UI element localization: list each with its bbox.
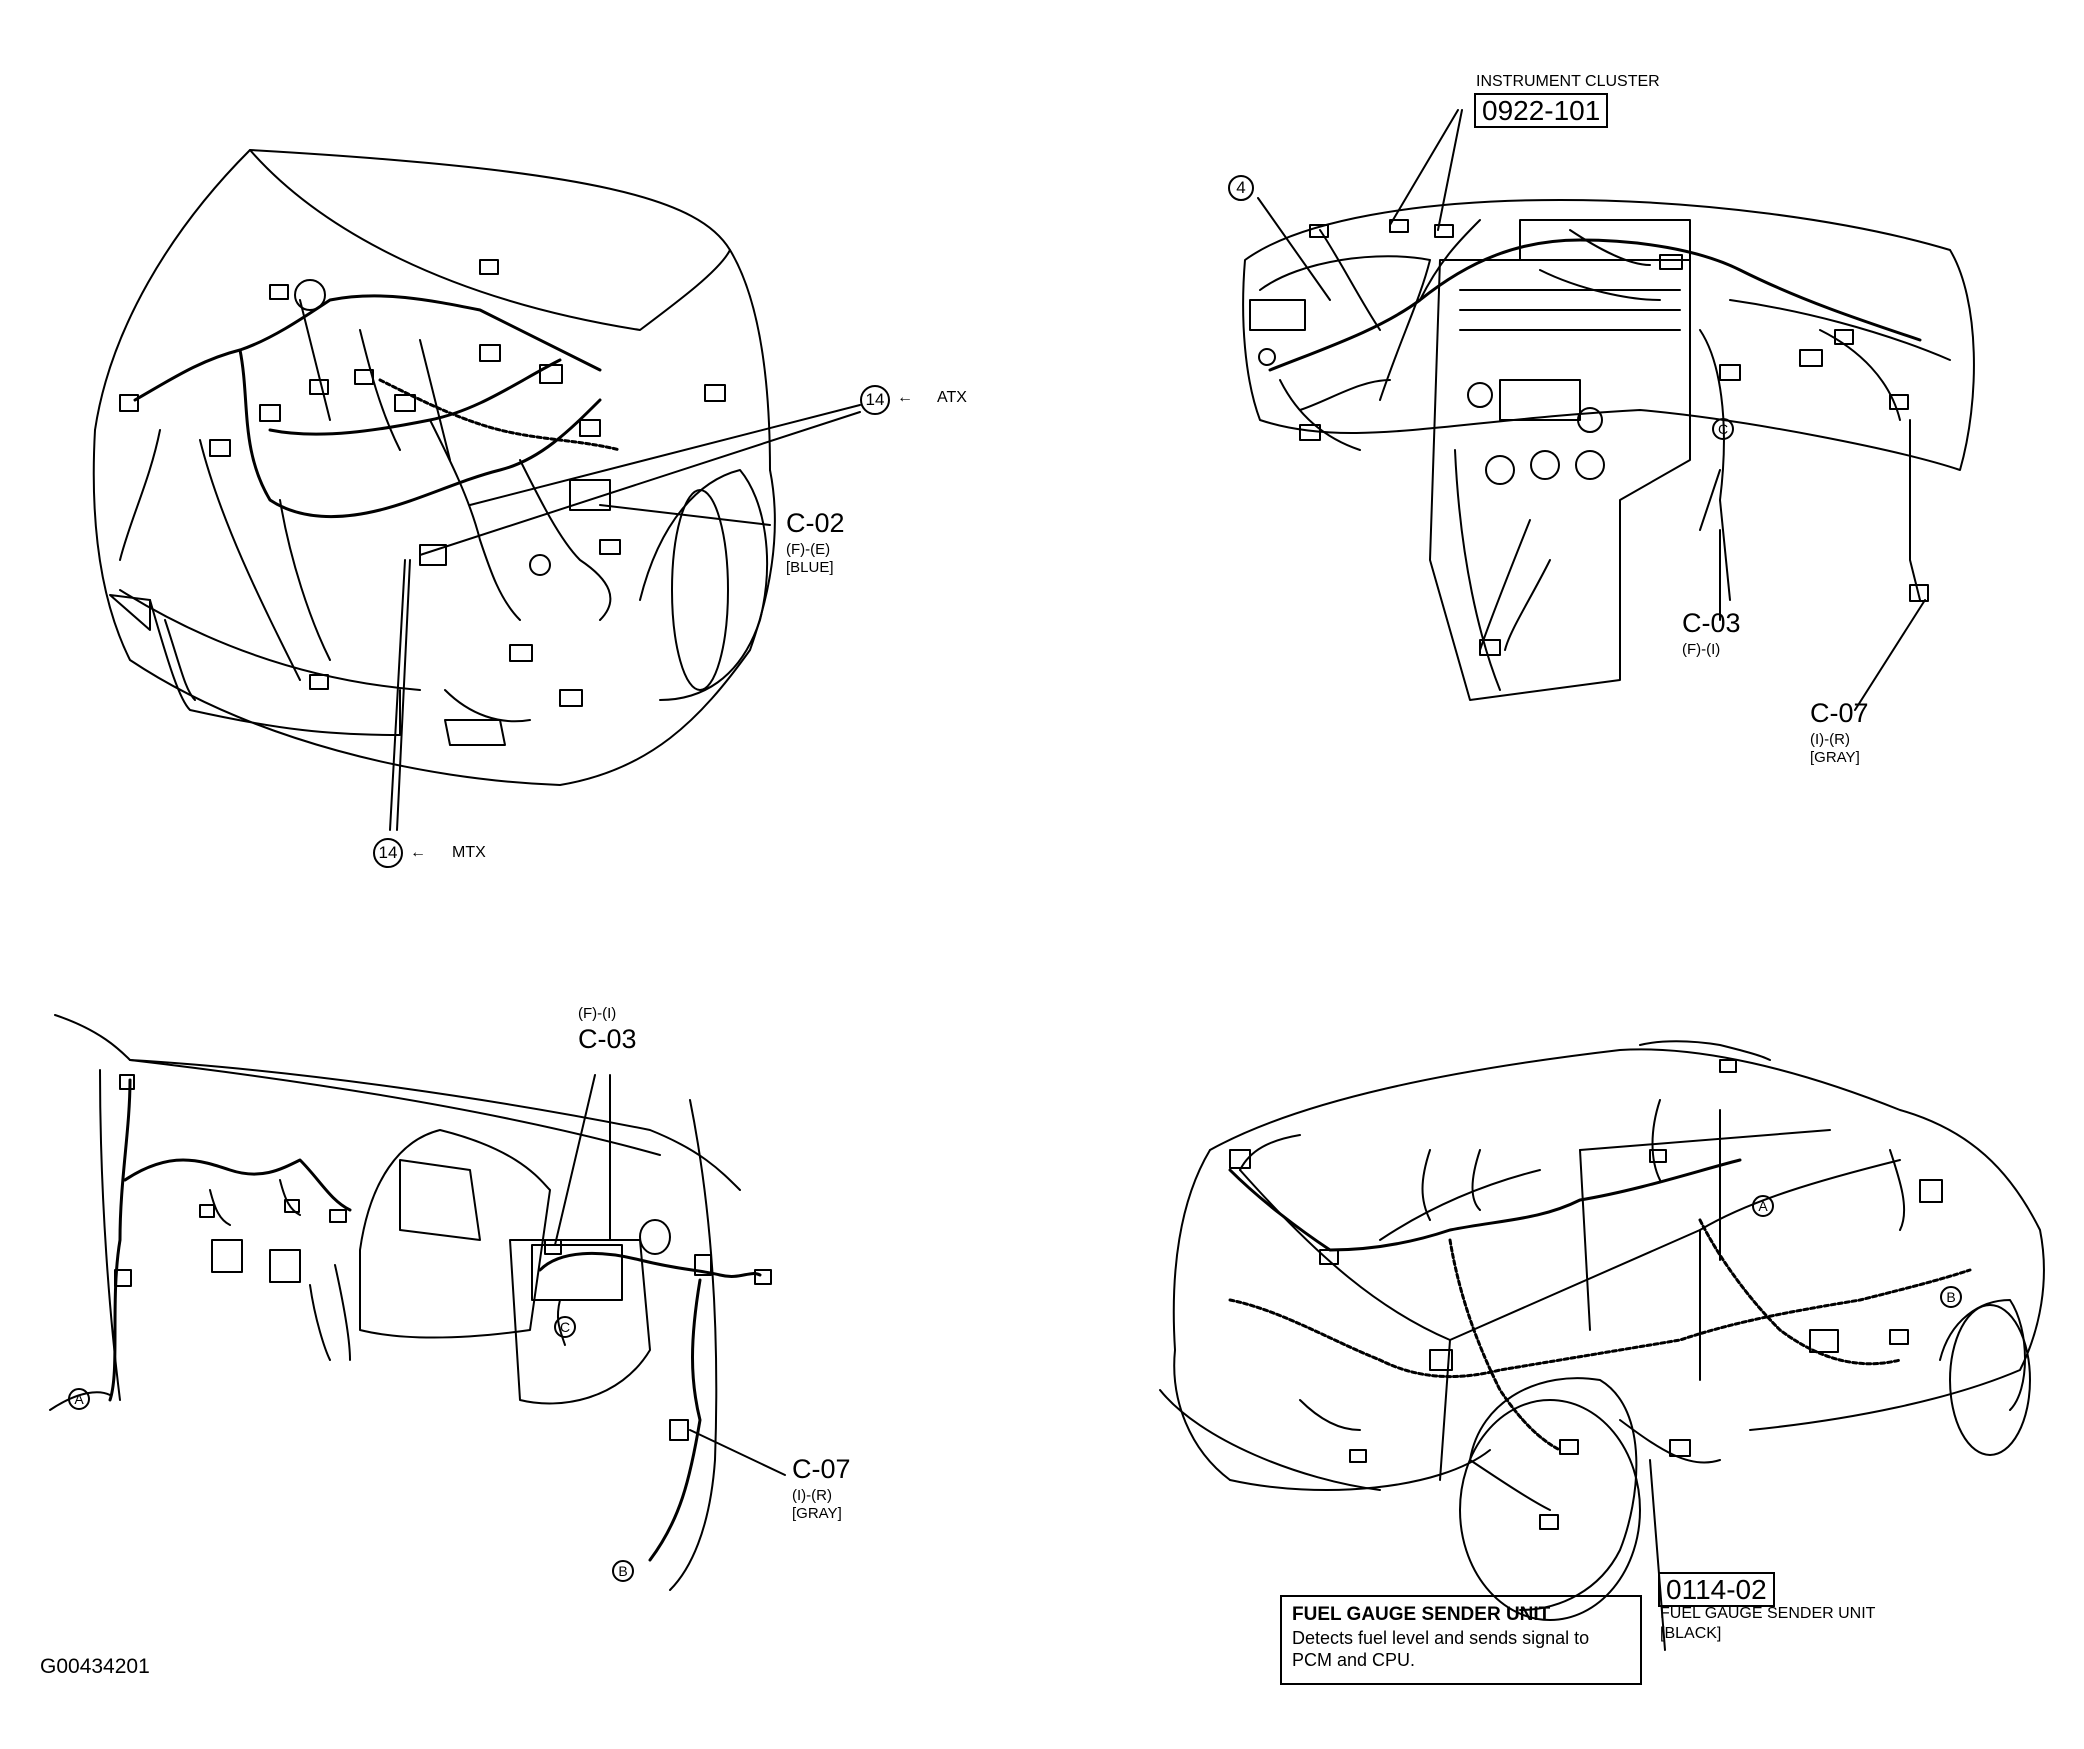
callout-14-atx-text: ATX <box>937 389 967 406</box>
body-marker-b: B <box>1940 1286 1962 1308</box>
dash-connector-c07-code: C-07 <box>1810 698 1869 728</box>
callout-4-badge: 4 <box>1228 175 1254 201</box>
dash-connector-c03-mates: (F)-(I) <box>1682 641 1721 658</box>
cabin-connector-c07-code: C-07 <box>792 1454 851 1484</box>
connector-c02-mates: (F)-(E) <box>786 541 831 558</box>
dash-marker-c: C <box>1712 418 1734 440</box>
cabin-drawing <box>49 1014 786 1591</box>
vehicle-body-drawing <box>1159 1040 2045 1651</box>
fuel-gauge-info-title: FUEL GAUGE SENDER UNIT <box>1292 1604 1551 1625</box>
callout-14-atx-arrow: ← <box>897 389 913 406</box>
callout-14-mtx-text: MTX <box>452 844 486 861</box>
dashboard-drawing <box>1242 109 1975 711</box>
fuel-gauge-sender-color: [BLACK] <box>1660 1625 1722 1642</box>
cabin-marker-b: B <box>612 1560 634 1582</box>
cabin-marker-a: A <box>68 1388 90 1410</box>
fuel-gauge-info-text: Detects fuel level and sends signal to P… <box>1292 1627 1590 1671</box>
connector-c02-color: [BLUE] <box>786 559 834 576</box>
instrument-cluster-title: INSTRUMENT CLUSTER <box>1476 73 1660 90</box>
cabin-connector-c07-mates: (I)-(R) <box>792 1487 832 1504</box>
fuel-gauge-sender-part-number: 0114-02 <box>1658 1572 1775 1608</box>
callout-14-atx-badge: 14 <box>860 385 890 415</box>
dash-connector-c03-code: C-03 <box>1682 608 1741 638</box>
cabin-connector-c07-color: [GRAY] <box>792 1505 842 1522</box>
cabin-connector-c03-code: C-03 <box>578 1024 637 1054</box>
instrument-cluster-part-number: 0922-101 <box>1474 93 1609 129</box>
cabin-connector-c03-mates: (F)-(I) <box>578 1005 617 1022</box>
engine-bay-drawing <box>92 149 861 831</box>
dash-connector-c07-color: [GRAY] <box>1810 749 1860 766</box>
callout-14-mtx-badge: 14 <box>373 838 403 868</box>
connector-c02-code: C-02 <box>786 508 845 538</box>
callout-14-mtx-arrow: ← <box>410 844 426 861</box>
body-marker-a: A <box>1752 1195 1774 1217</box>
cabin-marker-c: C <box>554 1316 576 1338</box>
dash-connector-c07-mates: (I)-(R) <box>1810 731 1850 748</box>
fuel-gauge-sender-label: FUEL GAUGE SENDER UNIT <box>1660 1605 1876 1622</box>
fuel-gauge-info-box: FUEL GAUGE SENDER UNIT Detects fuel leve… <box>1280 1595 1642 1685</box>
figure-id: G00434201 <box>40 1655 150 1678</box>
